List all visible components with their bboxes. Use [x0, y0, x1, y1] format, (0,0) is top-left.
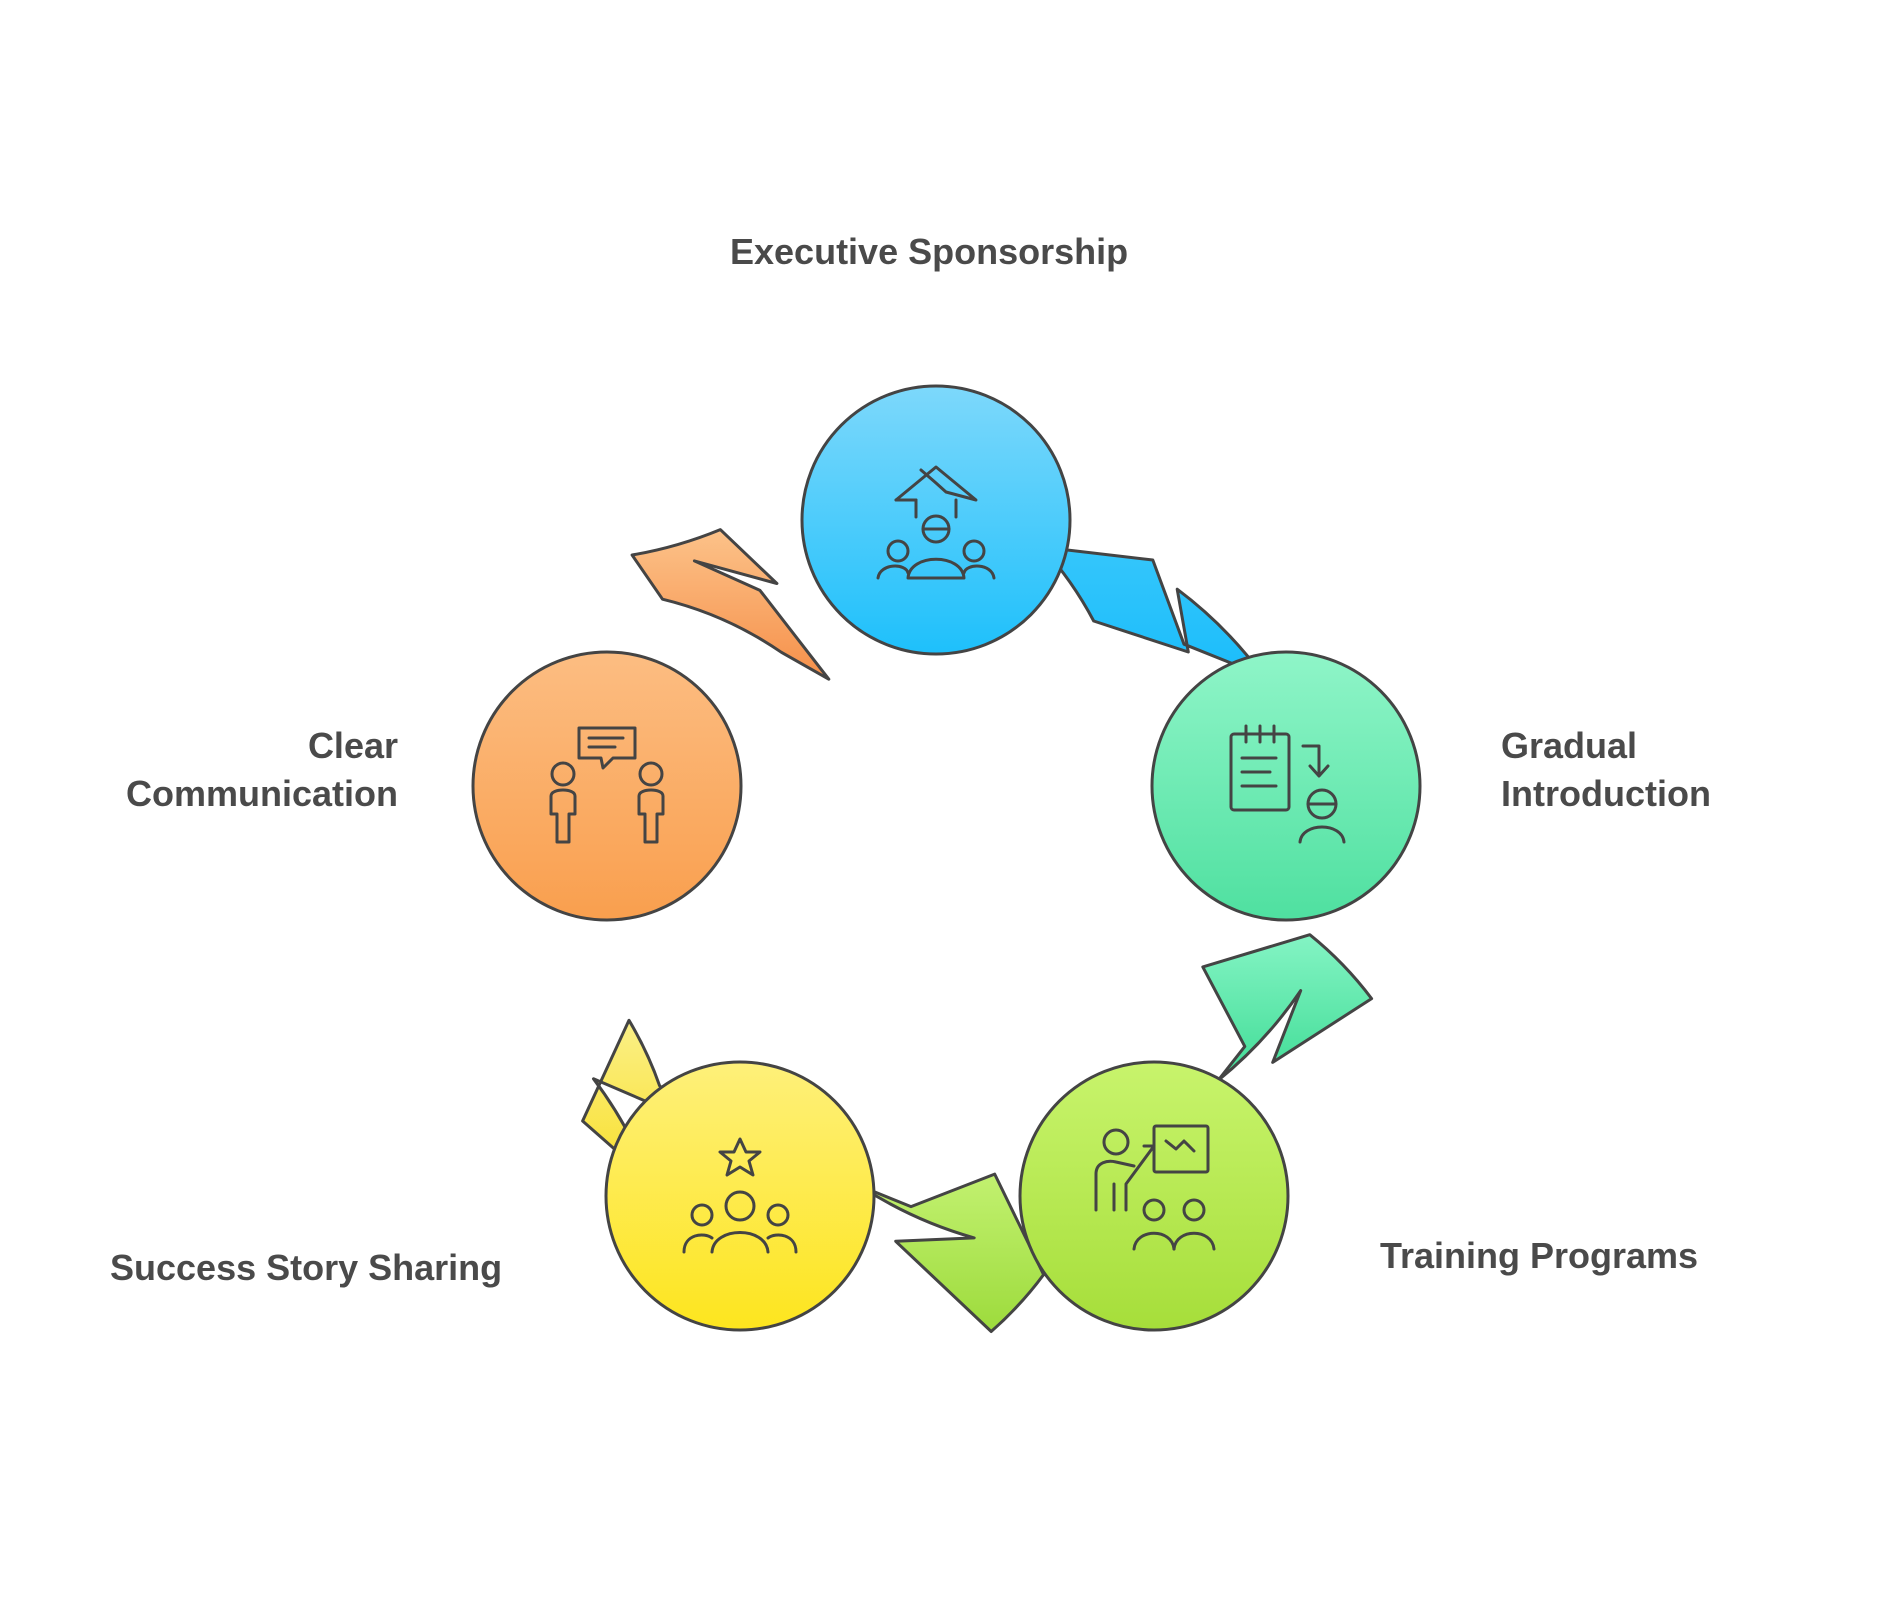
stage-circle-training-programs [1018, 1060, 1290, 1332]
stage-circle-executive-sponsorship [800, 384, 1072, 656]
stage-circles [471, 384, 1422, 1332]
stage-circle-clear-communication [471, 650, 743, 922]
cycle-arrows [581, 528, 1374, 1333]
arrow-executive-to-gradual [1040, 545, 1265, 678]
label-success-story-sharing: Success Story Sharing [110, 1247, 503, 1288]
arrow-clear-to-executive [630, 528, 831, 681]
leader-raising-team-icon [876, 465, 996, 580]
checklist-person-icon [1229, 724, 1346, 844]
star-group-icon [682, 1137, 798, 1254]
arrow-training-to-success [858, 1172, 1046, 1333]
stage-circle-gradual-introduction [1150, 650, 1422, 922]
label-gradual-introduction: Gradual Introduction [1501, 725, 1711, 814]
arrow-gradual-to-training [1201, 933, 1374, 1082]
label-clear-communication: Clear Communication [125, 725, 398, 814]
label-executive-sponsorship: Executive Sponsorship [730, 231, 1129, 272]
label-training-programs: Training Programs [1380, 1235, 1699, 1276]
presenter-whiteboard-icon [1094, 1124, 1216, 1251]
stage-circle-success-story-sharing [604, 1060, 876, 1332]
two-people-chat-icon [549, 726, 665, 844]
